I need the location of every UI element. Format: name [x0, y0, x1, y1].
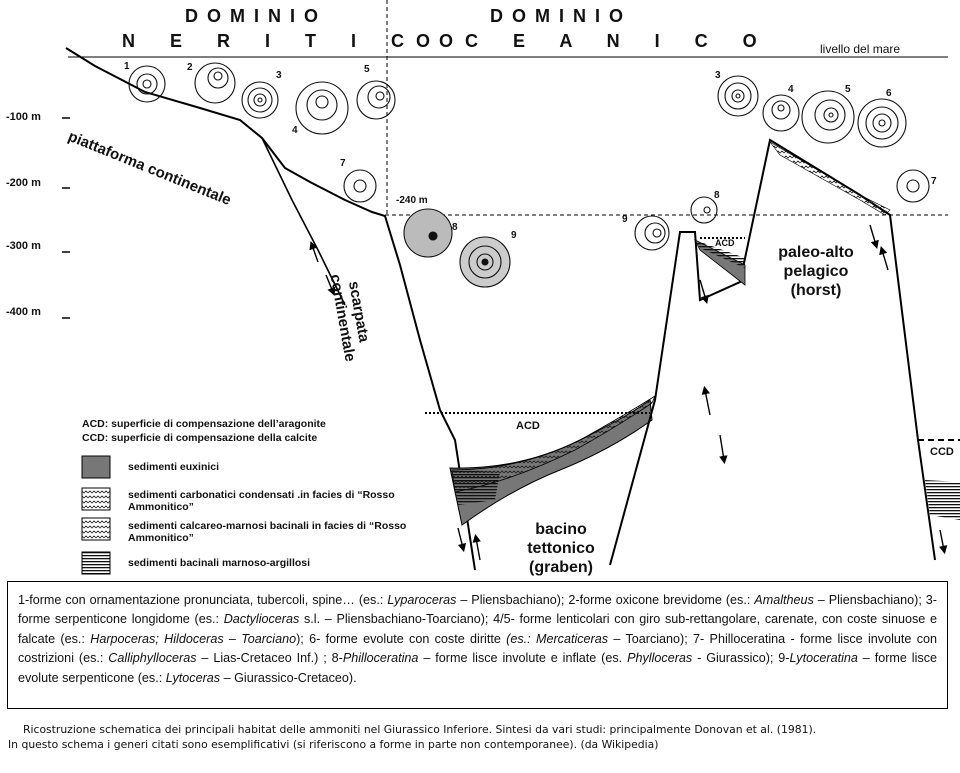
caption-text: 1-forme con ornamentazione pronunciata, … — [18, 593, 388, 607]
fossil-number-r5: 5 — [845, 84, 851, 95]
legend-swatch-marly — [81, 551, 111, 575]
genus-name: Lytoceratina — [789, 651, 858, 666]
horst-line1: paleo-alto — [778, 244, 854, 261]
ammonite-7 — [343, 169, 377, 203]
legend-swatch-euxinic — [81, 455, 111, 479]
ammonite-r6 — [857, 98, 907, 148]
credits-line1: Ricostruzione schematica dei principali … — [23, 723, 817, 736]
genus-name: (es.: Mercaticeras — [506, 631, 609, 646]
genus-name: Calliphylloceras — [108, 651, 197, 666]
horst-profile — [609, 138, 936, 566]
caption-text: – forme lisce involute e inflate (es. — [418, 651, 628, 666]
fossil-number-3: 3 — [276, 70, 282, 81]
fossil-number-2: 2 — [187, 62, 193, 73]
oceanic-title: DOMINIO — [490, 6, 632, 26]
ammonite-3 — [241, 81, 279, 119]
genus-name: Lytoceras — [165, 670, 221, 685]
fossil-number-9: 9 — [511, 230, 517, 241]
fossil-number-r9: 9 — [622, 214, 628, 225]
marly-right — [925, 480, 960, 520]
neritic-subtitle: N E R I T I C O — [122, 31, 469, 51]
neritic-title: DOMINIO — [185, 6, 327, 26]
depth-400: -400 m — [6, 306, 41, 318]
fault-arrows — [309, 224, 948, 561]
caption-text: - Giurassico); 9- — [692, 651, 790, 666]
sea-level-label: livello del mare — [820, 42, 901, 56]
fossil-number-r8: 8 — [714, 190, 720, 201]
ammonite-9 — [459, 236, 511, 288]
fossil-number-4: 4 — [292, 125, 298, 136]
ammonite-r8 — [690, 196, 718, 224]
ammonite-r9 — [634, 215, 670, 251]
oceanic-subtitle: O C E A N I C O — [416, 31, 772, 51]
caption-text: – Toarciano); 7- Philloceratina - forme … — [18, 631, 937, 666]
graben-label: bacino tettonico (graben) — [515, 520, 607, 577]
graben-line1: bacino — [535, 521, 587, 538]
fossil-number-5: 5 — [364, 64, 370, 75]
horst-line2: pelagico — [783, 263, 849, 280]
credits-line2: In questo schema i generi citati sono es… — [8, 738, 659, 751]
fault-left — [261, 137, 346, 306]
genus-name: Philloceratina — [342, 651, 419, 666]
legend-marly: sedimenti bacinali marnoso-argillosi — [128, 557, 311, 569]
graben-line3: (graben) — [529, 559, 593, 576]
depth-300: -300 m — [6, 240, 41, 252]
caption-text: s.l. – Pliensbachiano-Toarciano); 4/5- f… — [18, 612, 937, 646]
figure-credits: Ricostruzione schematica dei principali … — [8, 722, 953, 752]
ammonite-5 — [356, 80, 396, 120]
caption-text: – Lias-Cretaceo Inf.) ; 8- — [196, 651, 343, 666]
legend-swatch-condensed — [81, 487, 111, 511]
genus-name: Amaltheus — [754, 593, 814, 607]
condensed-graben — [451, 394, 656, 493]
fossil-number-r4: 4 — [788, 84, 794, 95]
graben-line2: tettonico — [527, 540, 595, 557]
genus-name: Phylloceras — [627, 651, 693, 666]
fossil-number-1: 1 — [124, 61, 130, 72]
acd-definition: ACD: superficie di compensazione dell’ar… — [82, 418, 326, 430]
genus-name: Lyparoceras — [387, 593, 457, 607]
fossil-number-r7: 7 — [931, 176, 937, 187]
caption-text: – forme lisce evolute serpenticone (es.: — [18, 651, 937, 685]
genus-name: Dactylioceras — [223, 612, 300, 627]
depth-100: -100 m — [6, 111, 41, 123]
ccd-label: CCD — [930, 446, 954, 458]
ammonite-8 — [403, 208, 453, 258]
shelf-profile — [65, 47, 476, 571]
ammonite-fossils — [128, 62, 930, 288]
ammonite-2 — [194, 62, 236, 104]
fossil-number-r3: 3 — [715, 70, 721, 81]
genus-name: Harpoceras; Hildoceras – Toarciano — [90, 631, 297, 646]
fossil-number-7: 7 — [340, 158, 346, 169]
caption-box: 1-forme con ornamentazione pronunciata, … — [7, 581, 948, 709]
caption-text: – Pliensbachiano); 2-forme oxicone brevi… — [456, 593, 755, 607]
marly-graben — [450, 470, 500, 505]
marly-horst — [695, 240, 745, 268]
ccd-definition: CCD: superficie di compensazione della c… — [82, 432, 318, 444]
condensed-horst — [769, 141, 891, 216]
depth-240-label: -240 m — [396, 195, 428, 206]
depth-200: -200 m — [6, 177, 41, 189]
ammonite-1 — [128, 65, 166, 103]
habitat-diagram — [62, 0, 960, 575]
caption-text: – Pliensbachiano); 3- forme serpenticone… — [18, 593, 937, 627]
fossil-number-r6: 6 — [886, 88, 892, 99]
legend-swatch-basinal — [81, 517, 111, 541]
acd-small-label: ACD — [715, 238, 735, 248]
ammonite-r7 — [896, 169, 930, 203]
caption-text: ); 6- forme evolute con coste diritte — [296, 631, 507, 646]
ammonite-r5 — [801, 90, 855, 144]
ammonite-4 — [295, 81, 349, 135]
ammonite-r4 — [762, 94, 800, 132]
horst-line3: (horst) — [790, 282, 842, 299]
acd-mid-label: ACD — [516, 420, 540, 432]
legend-euxinic: sedimenti euxinici — [128, 461, 220, 473]
depth-ticks — [62, 117, 70, 319]
caption-text: – Giurassico-Cretaceo). — [220, 670, 357, 685]
ammonite-r3 — [717, 75, 759, 117]
fossil-number-8: 8 — [452, 222, 458, 233]
horst-label: paleo-alto pelagico (horst) — [770, 243, 862, 300]
legend-basinal: sedimenti calcareo-marnosi bacinali in f… — [128, 520, 407, 544]
legend-condensed: sedimenti carbonatici condensati .in fac… — [128, 489, 395, 513]
